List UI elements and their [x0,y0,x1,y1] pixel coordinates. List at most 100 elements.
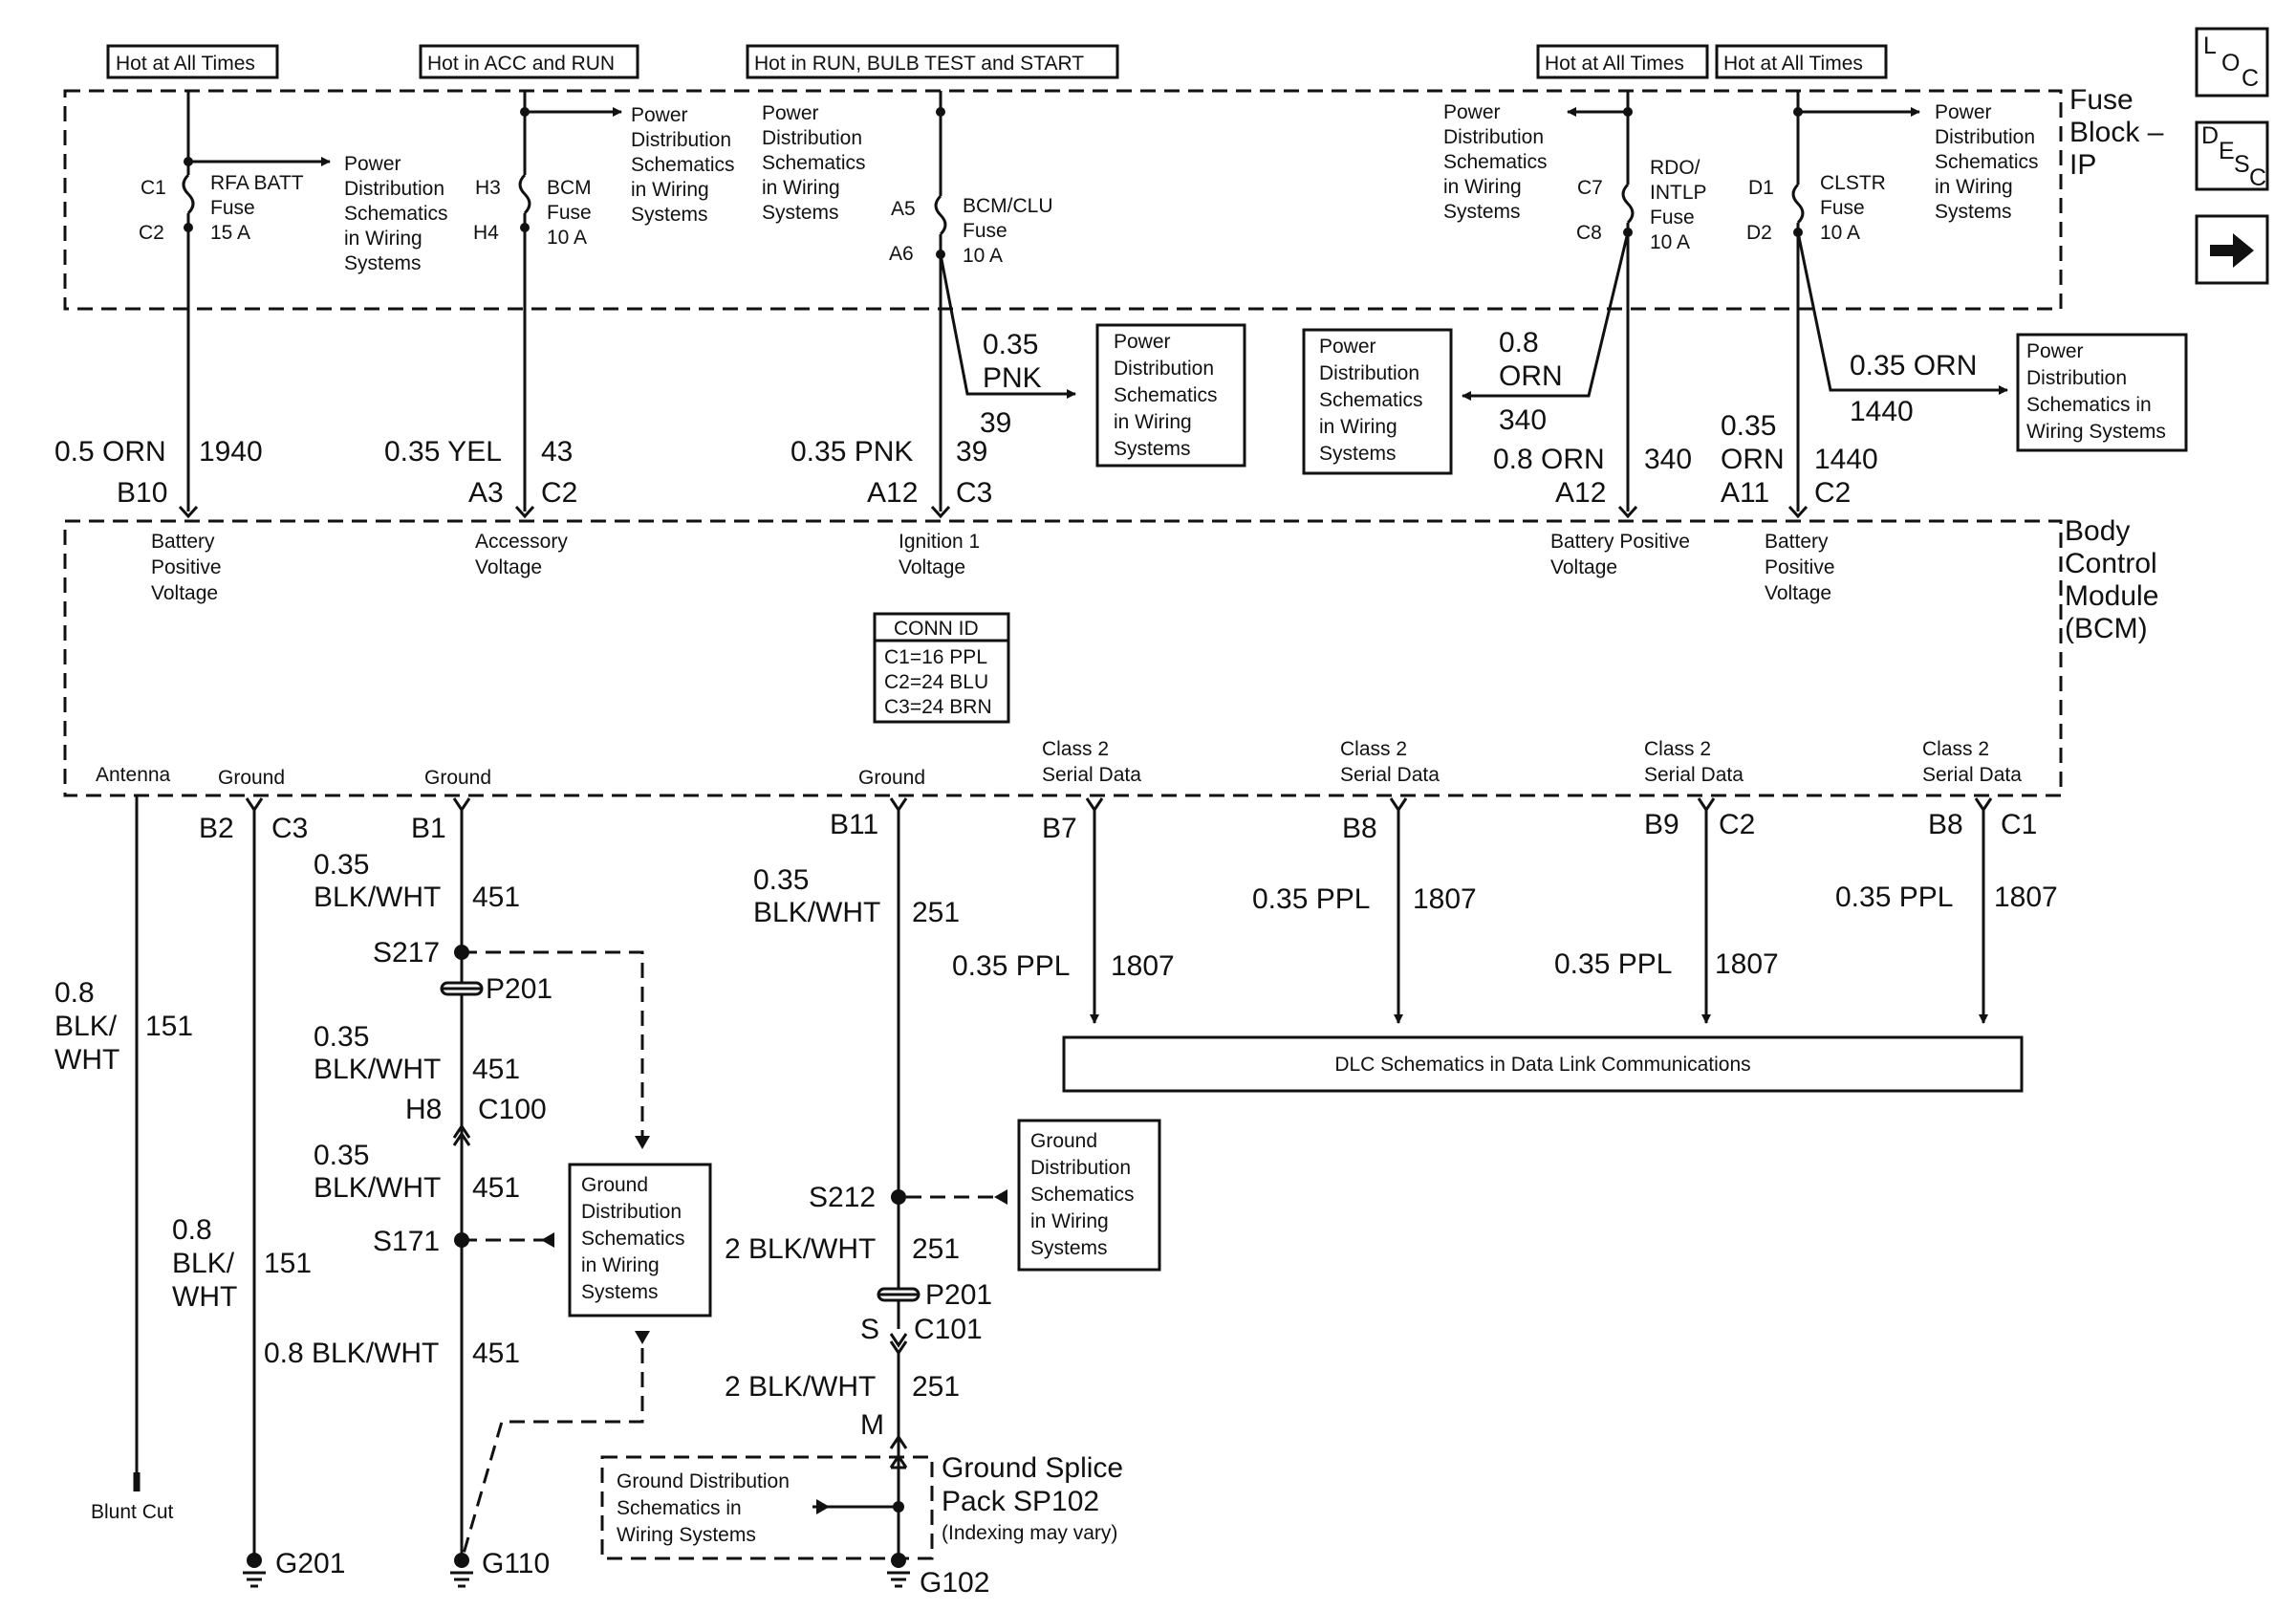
svg-text:451: 451 [472,1172,520,1204]
svg-text:1940: 1940 [199,436,263,468]
svg-text:C2: C2 [1814,477,1851,509]
svg-text:in Wiring: in Wiring [1030,1210,1109,1232]
svg-text:Systems: Systems [1319,443,1397,465]
svg-text:0.8: 0.8 [172,1214,212,1246]
svg-text:Distribution: Distribution [1030,1157,1131,1179]
svg-text:Schematics: Schematics [631,154,735,176]
svg-text:ORN: ORN [1499,360,1563,392]
svg-text:BLK/: BLK/ [54,1011,118,1042]
svg-text:Power: Power [1114,331,1171,353]
svg-text:Positive: Positive [151,556,222,578]
svg-text:C101: C101 [914,1314,983,1345]
svg-text:S: S [860,1314,879,1345]
svg-text:Schematics: Schematics [1935,151,2039,173]
svg-text:0.35 YEL: 0.35 YEL [384,436,502,468]
hot-label-5: Hot at All Times [1715,44,1888,79]
svg-text:Power: Power [1319,336,1376,358]
svg-text:in Wiring: in Wiring [631,179,709,201]
svg-text:0.5 ORN: 0.5 ORN [54,436,166,468]
svg-text:Schematics in: Schematics in [2026,394,2152,416]
svg-text:Distribution: Distribution [1443,126,1544,148]
svg-text:340: 340 [1644,444,1692,475]
svg-text:CLSTR: CLSTR [1820,172,1886,194]
svg-text:Systems: Systems [581,1281,659,1303]
hot-label-text: Hot in RUN, BULB TEST and START [754,53,1084,75]
right-arrow-icon[interactable] [2195,214,2269,285]
svg-text:0.8 BLK/WHT: 0.8 BLK/WHT [264,1338,439,1369]
svg-text:PNK: PNK [983,362,1042,394]
svg-text:Voltage: Voltage [475,556,542,578]
svg-text:Power: Power [1443,101,1501,123]
svg-text:Ignition 1: Ignition 1 [899,531,980,553]
svg-text:Serial Data: Serial Data [1042,764,1141,786]
svg-text:Distribution: Distribution [1114,358,1214,380]
svg-text:BLK/WHT: BLK/WHT [314,1054,441,1085]
svg-text:10 A: 10 A [1820,222,1860,244]
svg-text:Distribution: Distribution [631,129,731,151]
svg-text:Systems: Systems [1443,201,1521,223]
svg-text:Systems: Systems [762,202,839,224]
svg-text:Pack SP102: Pack SP102 [942,1486,1099,1517]
loc-icon[interactable]: L O C [2195,27,2269,98]
svg-text:P201: P201 [486,973,552,1005]
svg-text:Class 2: Class 2 [1922,738,1989,760]
hot-label-text: Hot at All Times [1545,53,1684,75]
data-line-1: B7 0.35 PPL 1807 [952,797,1175,1024]
svg-text:Ground: Ground [218,767,285,789]
svg-text:Battery: Battery [151,531,215,553]
svg-text:S217: S217 [373,937,440,969]
hot-label-text: Hot at All Times [1723,53,1863,75]
svg-text:Distribution: Distribution [762,127,862,149]
svg-text:Serial Data: Serial Data [1922,764,2022,786]
svg-text:in Wiring: in Wiring [581,1254,660,1276]
svg-text:D: D [2201,122,2219,149]
ground-splice-pack: Ground Distribution Schematics in Wiring… [600,1452,1123,1560]
svg-text:ORN: ORN [1721,444,1785,475]
svg-text:Schematics: Schematics [1030,1184,1135,1206]
svg-text:1807: 1807 [1413,883,1477,915]
svg-text:BLK/WHT: BLK/WHT [314,1172,441,1204]
svg-text:in Wiring: in Wiring [762,177,840,199]
svg-text:Ground: Ground [424,767,491,789]
svg-text:Systems: Systems [344,252,422,274]
svg-text:CONN ID: CONN ID [894,618,979,640]
svg-text:S: S [2234,151,2250,178]
fuse-block-label: Fuse [2069,84,2134,116]
svg-text:10 A: 10 A [547,227,587,249]
hot-label-text: Hot at All Times [116,53,255,75]
svg-text:S171: S171 [373,1226,440,1257]
svg-text:340: 340 [1499,404,1547,436]
hot-label-4: Hot at All Times [1536,44,1709,79]
svg-text:in Wiring: in Wiring [344,228,422,250]
svg-text:Voltage: Voltage [151,582,218,604]
svg-text:Schematics: Schematics [581,1228,685,1250]
fuse-rdo-intlp: C7 C8 RDO/ INTLP Fuse 10 A Power Distrib… [1443,91,1707,512]
svg-text:2 BLK/WHT: 2 BLK/WHT [725,1371,876,1403]
svg-text:Schematics: Schematics [762,152,866,174]
svg-text:Battery: Battery [1765,531,1829,553]
svg-text:0.35 PPL: 0.35 PPL [1554,948,1672,980]
svg-text:0.35: 0.35 [314,1021,369,1053]
fuse-rfa-batt: C1 C2 RFA BATT Fuse 15 A Power Distribut… [139,91,448,449]
bcm-label: Control [2065,548,2157,579]
fuse-block-label: Block – [2069,117,2164,148]
svg-text:Voltage: Voltage [899,556,965,578]
svg-text:C8: C8 [1576,222,1602,244]
svg-text:Schematics: Schematics [1443,151,1548,173]
svg-text:C3: C3 [271,813,308,844]
svg-text:151: 151 [264,1248,312,1279]
svg-text:Distribution: Distribution [1935,126,2035,148]
svg-text:Systems: Systems [631,204,708,226]
svg-text:C2=24 BLU: C2=24 BLU [884,671,988,693]
data-line-4: B8 C1 0.35 PPL 1807 [1835,797,2058,1024]
desc-icon[interactable]: D E S C [2195,120,2269,191]
svg-text:Fuse: Fuse [547,202,592,224]
svg-text:C: C [2249,164,2266,191]
svg-text:39: 39 [956,436,987,468]
svg-text:1440: 1440 [1814,444,1878,475]
svg-text:1807: 1807 [1994,882,2058,913]
svg-text:Fuse: Fuse [210,197,255,219]
branch-39: 0.35 PNK 39 Power Distribution Schematic… [939,253,1246,468]
svg-text:Distribution: Distribution [1319,362,1419,384]
svg-text:BCM/CLU: BCM/CLU [963,195,1053,217]
